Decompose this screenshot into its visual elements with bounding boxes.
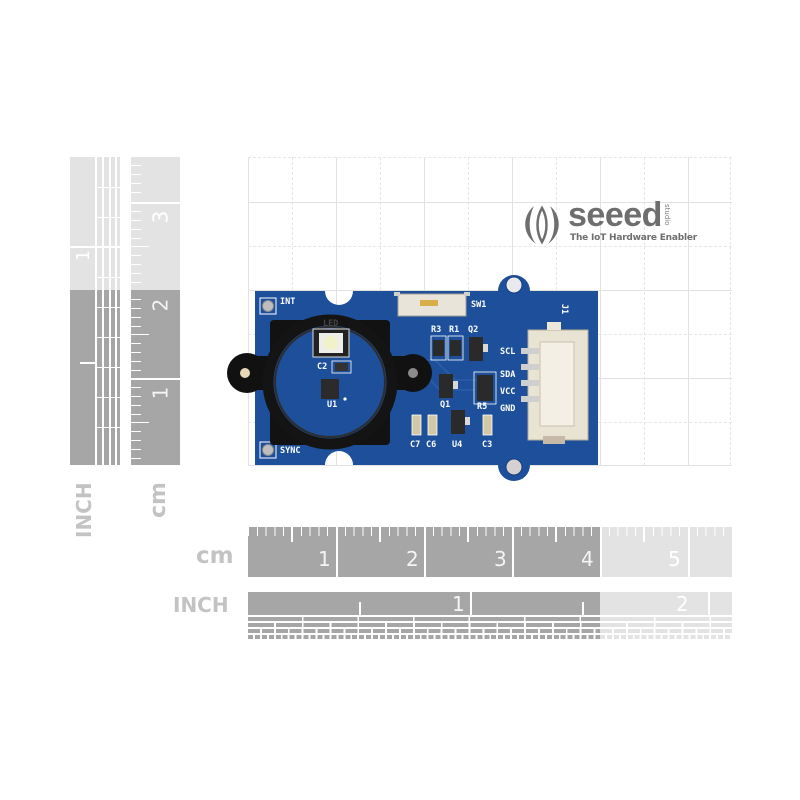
ruler-label: 1 <box>452 592 465 616</box>
pcb-label-u1: U1 <box>327 400 338 410</box>
seeed-leaf-icon <box>525 205 559 245</box>
pcb-label-sync: SYNC <box>280 446 301 456</box>
pcb-label-q1: Q1 <box>440 400 451 410</box>
ruler-label: 1 <box>318 547 331 571</box>
seeed-logo: seeed studio The IoT Hardware Enabler <box>520 196 697 248</box>
grid-line <box>644 157 645 465</box>
pcb-label-r1: R1 <box>449 325 460 335</box>
ruler-label: 3 <box>494 547 507 571</box>
pcb-module: INT SYNC LED C2 U1 SW1 R3 R1 Q2 SCL SDA … <box>225 270 605 485</box>
ruler-label: 2 <box>406 547 419 571</box>
pcb-label-vcc: VCC <box>500 387 516 397</box>
pcb-label-r3: R3 <box>431 325 442 335</box>
pcb-label-int: INT <box>280 297 296 307</box>
left-cm-unit-label: cm <box>146 482 171 518</box>
pcb-label-j1: J1 <box>559 303 570 315</box>
left-cm-ruler: 3 2 1 <box>131 157 180 465</box>
ruler-label: 4 <box>581 547 594 571</box>
ruler-label: 2 <box>676 592 689 616</box>
pcb-label-sda: SDA <box>500 370 516 380</box>
pcb-label-c2: C2 <box>317 362 328 372</box>
pcb-label-led: LED <box>323 319 339 329</box>
grid-line <box>248 290 732 291</box>
logo-wordmark: seeed <box>568 196 662 234</box>
grid-line <box>730 157 731 465</box>
grid-line <box>600 157 601 465</box>
pcb-label-sw1: SW1 <box>471 300 487 310</box>
pcb-label-gnd: GND <box>500 404 516 414</box>
ruler-label: 5 <box>668 547 681 571</box>
bottom-inch-ruler: 1 2 <box>248 592 732 640</box>
left-inch-ruler: 1 <box>70 157 120 465</box>
ruler-label: 1 <box>148 386 173 400</box>
pcb-label-c3: C3 <box>482 440 493 450</box>
grid-line <box>248 157 732 158</box>
grid-line <box>248 157 249 465</box>
logo-studio: studio <box>663 204 671 226</box>
left-inch-unit-label: INCH <box>72 482 96 538</box>
bottom-inch-unit-label: INCH <box>173 593 229 617</box>
grid-line <box>248 465 732 466</box>
grid-line <box>248 202 732 203</box>
ruler-label: 3 <box>148 210 173 224</box>
pcb-board-graphic <box>227 275 598 481</box>
bottom-cm-unit-label: cm <box>196 543 234 569</box>
grid-line <box>248 246 732 247</box>
pcb-label-c6: C6 <box>426 440 437 450</box>
pcb-label-scl: SCL <box>500 347 516 357</box>
logo-tagline: The IoT Hardware Enabler <box>570 233 698 243</box>
bottom-cm-ruler: 1 2 3 4 5 <box>248 527 732 577</box>
pcb-label-u4: U4 <box>452 440 463 450</box>
grid-line <box>688 157 689 465</box>
ruler-label: 2 <box>148 298 173 312</box>
ruler-label: 1 <box>73 249 95 262</box>
pcb-label-q2: Q2 <box>468 325 479 335</box>
pcb-label-r5: R5 <box>477 402 488 412</box>
pcb-label-c7: C7 <box>410 440 421 450</box>
